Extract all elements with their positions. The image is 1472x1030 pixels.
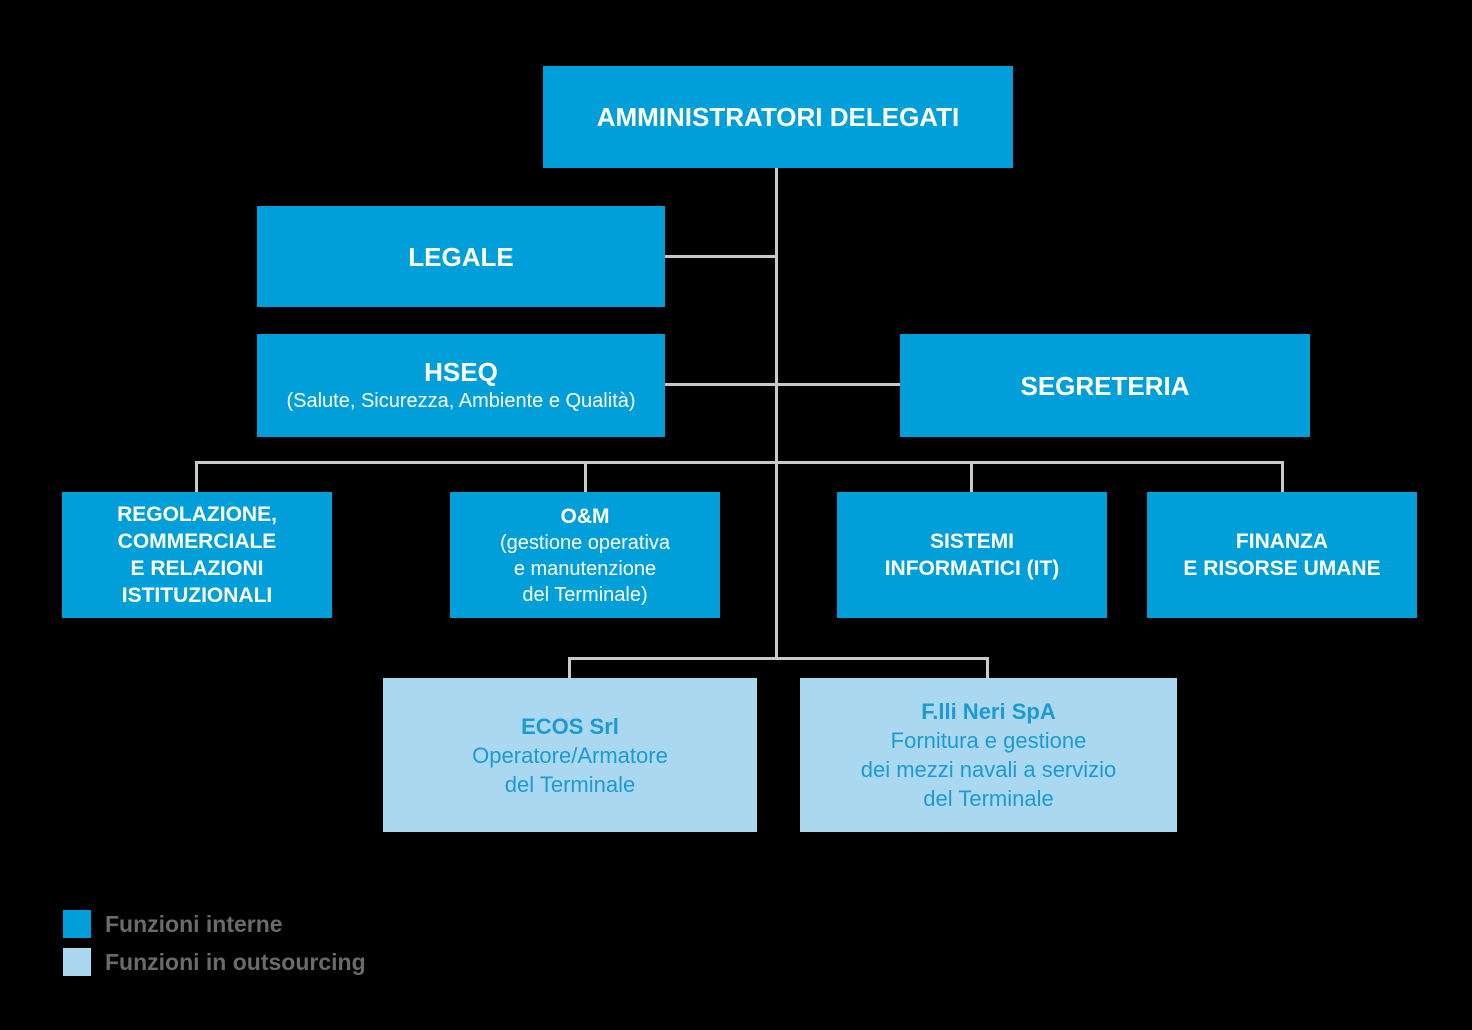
org-node-finanza-risorse-umane: FINANZA E RISORSE UMANE: [1147, 492, 1417, 618]
node-subtitle: (Salute, Sicurezza, Ambiente e Qualità): [286, 390, 636, 412]
node-title: ECOS Srl: [521, 713, 619, 739]
legend-item-funzioni-outsourcing: Funzioni in outsourcing: [63, 948, 366, 976]
connector-drop-finanza: [1281, 461, 1284, 492]
org-node-om: O&M (gestione operativa e manutenzione d…: [450, 492, 720, 618]
node-subtitle: (gestione operativa e manutenzione del T…: [499, 531, 671, 606]
connector-hseq-segreteria-horizontal: [665, 383, 900, 386]
connector-drop-om: [584, 461, 587, 492]
connector-drop-regolazione: [195, 461, 198, 492]
org-node-regolazione-commerciale: REGOLAZIONE, COMMERCIALE E RELAZIONI IST…: [62, 492, 332, 618]
node-title: SISTEMI INFORMATICI (IT): [884, 530, 1060, 580]
node-title: SEGRETERIA: [1020, 370, 1190, 401]
connector-drop-sistemi: [970, 461, 973, 492]
org-node-legale: LEGALE: [257, 206, 665, 307]
node-title: FINANZA E RISORSE UMANE: [1183, 530, 1381, 580]
node-title: AMMINISTRATORI DELEGATI: [596, 102, 960, 132]
node-title: REGOLAZIONE, COMMERCIALE E RELAZIONI IST…: [117, 503, 277, 607]
node-subtitle: Operatore/Armatore del Terminale: [472, 742, 668, 797]
node-title: O&M: [560, 504, 610, 528]
connector-row3-horizontal: [195, 461, 1284, 464]
legend-item-funzioni-interne: Funzioni interne: [63, 910, 366, 938]
org-node-flli-neri-spa: F.lli Neri SpA Fornitura e gestione dei …: [800, 678, 1177, 832]
node-title: LEGALE: [408, 241, 514, 272]
org-node-amministratori-delegati: AMMINISTRATORI DELEGATI: [543, 66, 1013, 168]
node-subtitle: Fornitura e gestione dei mezzi navali a …: [860, 728, 1117, 811]
node-title: F.lli Neri SpA: [921, 699, 1056, 724]
connector-outsourcing-horizontal: [568, 657, 989, 660]
connector-legale-horizontal: [665, 255, 777, 258]
legend-swatch-internal-icon: [63, 910, 91, 938]
connector-drop-neri: [986, 657, 989, 678]
legend: Funzioni interne Funzioni in outsourcing: [63, 910, 366, 986]
org-node-segreteria: SEGRETERIA: [900, 334, 1310, 437]
connector-drop-ecos: [568, 657, 571, 678]
org-node-sistemi-informatici: SISTEMI INFORMATICI (IT): [837, 492, 1107, 618]
legend-swatch-outsourcing-icon: [63, 948, 91, 976]
org-node-hseq: HSEQ (Salute, Sicurezza, Ambiente e Qual…: [257, 334, 665, 437]
legend-label: Funzioni in outsourcing: [105, 949, 366, 975]
legend-label: Funzioni interne: [105, 911, 283, 937]
org-node-ecos-srl: ECOS Srl Operatore/Armatore del Terminal…: [383, 678, 757, 832]
connector-main-vertical: [775, 168, 778, 660]
node-title: HSEQ: [424, 357, 498, 387]
